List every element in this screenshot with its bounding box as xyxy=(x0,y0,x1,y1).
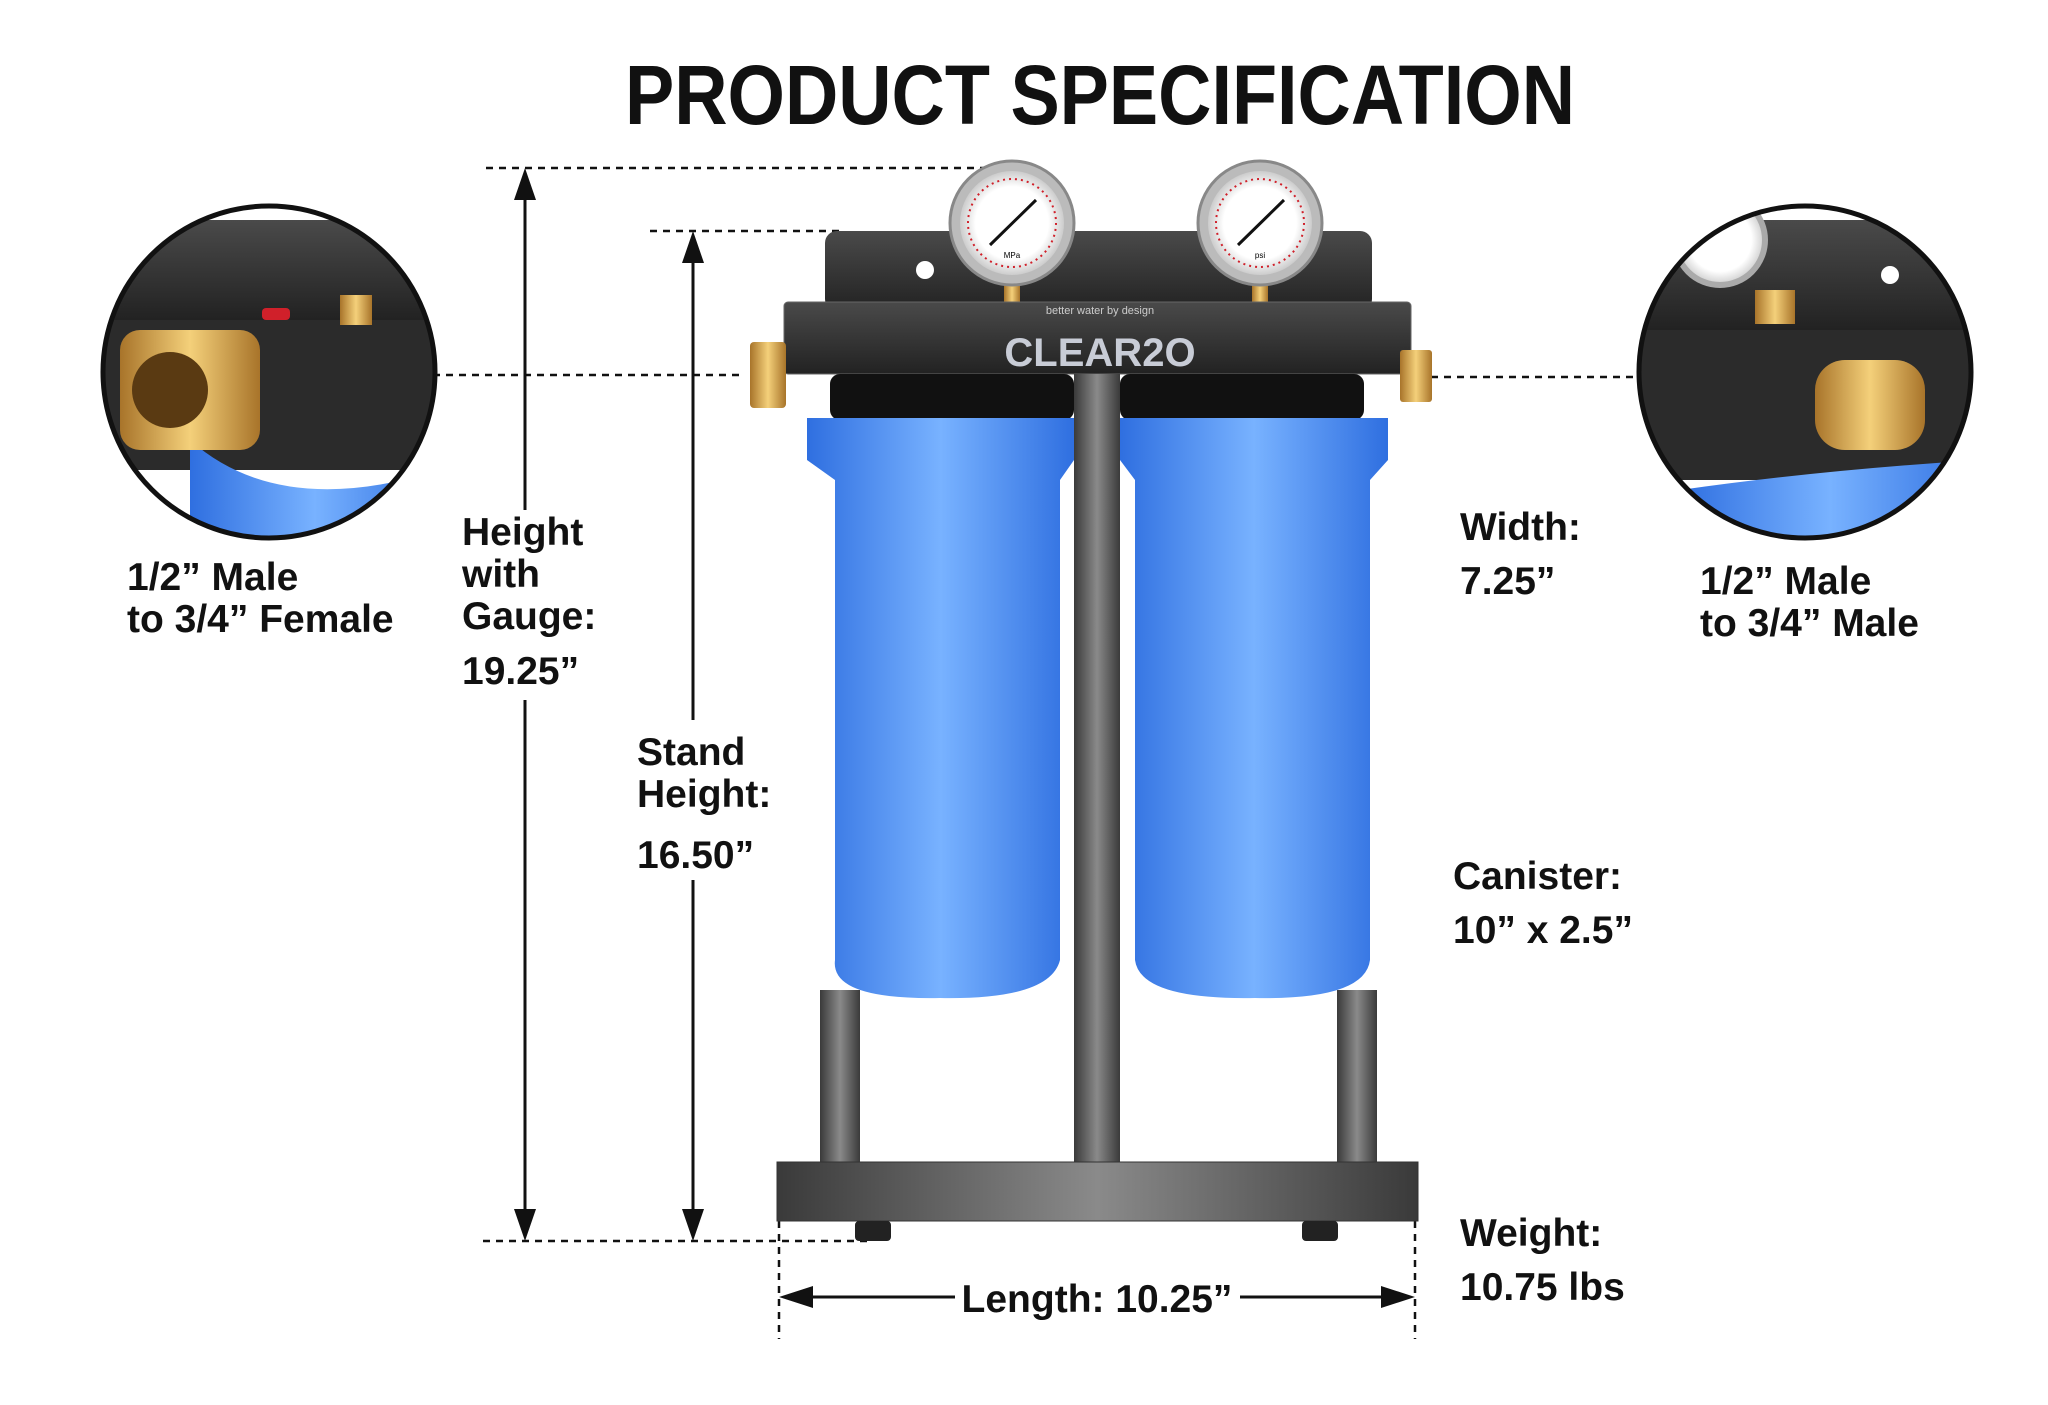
base-stand xyxy=(776,1161,1419,1222)
inlet-detail-zoom xyxy=(100,203,438,541)
dimension-lines xyxy=(433,166,1635,1339)
pressure-gauge-right: psi xyxy=(1196,159,1324,302)
inlet-spec-line1: 1/2” Male xyxy=(127,556,298,599)
stand-height-value: 16.50” xyxy=(637,834,754,877)
gauge-unit-psi: psi xyxy=(1255,251,1265,260)
outlet-spec-line2: to 3/4” Male xyxy=(1700,602,1919,645)
center-post xyxy=(1074,374,1120,1169)
inlet-spec-line2: to 3/4” Female xyxy=(127,598,394,641)
weight-label: Weight: xyxy=(1460,1212,1602,1255)
stand-height-label-line2: Height: xyxy=(637,773,771,816)
height-label-line2: with xyxy=(461,553,540,596)
page-title: PRODUCT SPECIFICATION xyxy=(625,48,1575,142)
stand-height-label-line1: Stand xyxy=(637,731,745,774)
arrowhead-icon xyxy=(779,1286,813,1308)
gauge-unit-mpa: MPa xyxy=(1004,251,1021,260)
pressure-gauge-left: MPa xyxy=(948,159,1076,302)
canister-left xyxy=(807,374,1074,999)
right-leg xyxy=(1337,990,1377,1170)
width-value: 7.25” xyxy=(1460,560,1555,603)
width-label: Width: xyxy=(1460,506,1581,549)
arrowhead-icon xyxy=(1381,1286,1415,1308)
arrowhead-icon xyxy=(682,1209,704,1241)
height-value: 19.25” xyxy=(462,650,579,693)
canister-value: 10” x 2.5” xyxy=(1453,909,1633,952)
inlet-fitting xyxy=(750,342,786,408)
outlet-detail-zoom xyxy=(1636,203,1974,541)
filter-system-illustration: MPa psi better water by design CLEAR2O xyxy=(750,159,1432,1241)
foot xyxy=(855,1221,891,1241)
arrowhead-icon xyxy=(514,168,536,200)
foot xyxy=(1302,1221,1338,1241)
height-label-line3: Gauge: xyxy=(462,595,596,638)
brand-logo: CLEAR2O xyxy=(1004,331,1195,375)
outlet-spec-line1: 1/2” Male xyxy=(1700,560,1871,603)
brand-tagline: better water by design xyxy=(1046,305,1154,317)
height-label-line1: Height xyxy=(462,511,583,554)
arrowhead-icon xyxy=(682,231,704,263)
keyhole-icon xyxy=(916,261,934,279)
canister-label: Canister: xyxy=(1453,855,1622,898)
outlet-fitting xyxy=(1400,350,1432,402)
weight-value: 10.75 lbs xyxy=(1460,1266,1625,1309)
canister-right xyxy=(1120,374,1388,999)
arrowhead-icon xyxy=(514,1209,536,1241)
left-leg xyxy=(820,990,860,1170)
length-label: Length: 10.25” xyxy=(962,1278,1233,1321)
